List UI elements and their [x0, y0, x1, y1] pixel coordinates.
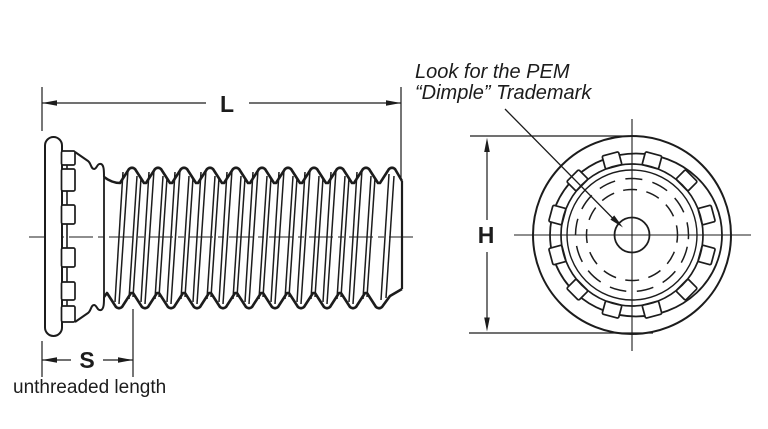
leader-line: [504, 108, 613, 219]
knurl-ring-inner-circle: [566, 169, 698, 301]
knurl-ring-outer-circle: [560, 163, 704, 307]
knurl-tooth: [565, 277, 590, 302]
end-view: H Look for the PEM “Dimple” Trademark: [415, 61, 751, 351]
dim-S-arrow-right: [118, 357, 133, 363]
annotation-text-line1: Look for the PEM: [415, 61, 570, 83]
thread-crest-top: [103, 166, 404, 185]
dim-H-arrow-top: [484, 137, 490, 152]
dimension-L: L: [41, 87, 402, 179]
leader-arrowhead: [610, 215, 623, 228]
clinch-collar: [60, 150, 76, 323]
outer-flange-circle: [532, 135, 732, 335]
flange-rim-circle: [549, 152, 723, 318]
dim-L-label: L: [220, 91, 234, 117]
collar-tooth: [60, 168, 76, 192]
side-view: L S unthreaded length: [13, 87, 414, 398]
unthreaded-length-caption: unthreaded length: [13, 377, 166, 398]
knurl-tooth: [674, 168, 699, 193]
knurl-tooth: [565, 168, 590, 193]
stud-head-flange: [44, 136, 63, 337]
dimple-circle: [613, 216, 651, 254]
annotation-text-line2: “Dimple” Trademark: [415, 82, 592, 104]
dimple-annotation: Look for the PEM “Dimple” Trademark: [415, 61, 623, 228]
thread-crest-bottom: [102, 287, 403, 310]
shank-transition: [74, 151, 105, 323]
dim-S-arrow-left: [42, 357, 57, 363]
collar-tooth: [60, 150, 76, 166]
threaded-shank: [102, 166, 404, 310]
collar-tooth: [60, 281, 76, 301]
thread-pitch-dashed-circle: [574, 177, 690, 293]
collar-tooth: [60, 204, 76, 225]
dimension-S: S unthreaded length: [13, 309, 166, 398]
dim-H-label: H: [478, 222, 495, 248]
thread-root-dashed-circle: [585, 188, 679, 282]
dimension-H: H: [469, 135, 653, 334]
collar-tooth: [60, 305, 76, 323]
dim-S-label: S: [79, 347, 94, 373]
dim-L-arrow-right: [386, 100, 401, 106]
knurl-tooth: [674, 277, 699, 302]
dim-L-arrow-left: [42, 100, 57, 106]
dim-H-arrow-bottom: [484, 317, 490, 332]
thread-flank-lines: [114, 169, 395, 305]
collar-tooth: [60, 247, 76, 268]
